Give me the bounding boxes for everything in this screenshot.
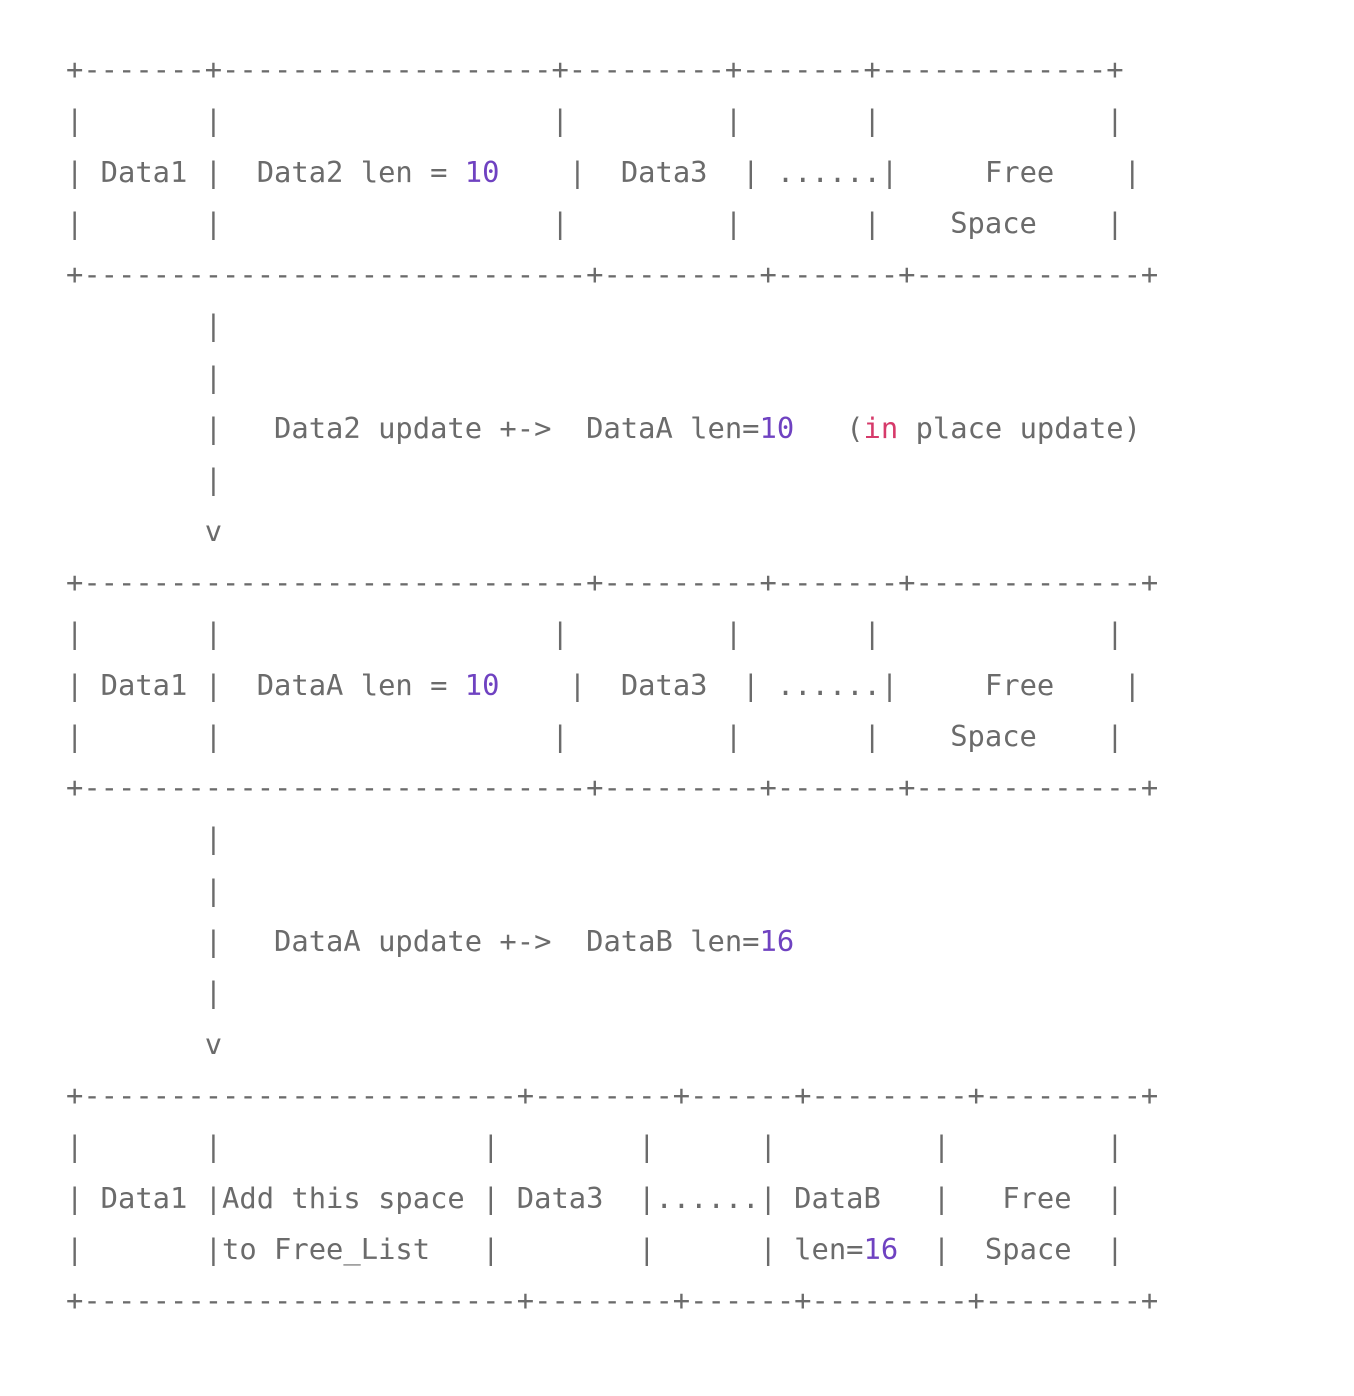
text-segment: place update): [898, 411, 1141, 446]
text-segment: |: [66, 821, 223, 856]
diagram-line: v: [66, 506, 1158, 557]
text-segment: +-------+-------------------+---------+-…: [66, 52, 1124, 86]
text-segment: v: [66, 513, 223, 548]
ascii-diagram: +-------+-------------------+---------+-…: [66, 44, 1158, 1326]
number-token: 16: [759, 924, 795, 959]
text-segment: +-------------------------+--------+----…: [66, 1077, 1159, 1112]
diagram-line: |: [66, 352, 1158, 403]
text-segment: | | | | | |: [66, 616, 1124, 651]
diagram-line: +-----------------------------+---------…: [66, 762, 1158, 813]
text-segment: +-----------------------------+---------…: [66, 257, 1159, 292]
diagram-line: |: [66, 967, 1158, 1018]
diagram-line: | Data1 | DataA len = 10 | Data3 | .....…: [66, 660, 1158, 711]
text-segment: | |to Free_List | | | len=: [66, 1231, 864, 1266]
diagram-line: | Data2 update +-> DataA len=10 (in plac…: [66, 403, 1158, 454]
text-segment: | Data1 | Data2 len =: [66, 154, 465, 189]
keyword-token: in: [863, 411, 899, 446]
number-token: 10: [464, 154, 500, 189]
text-segment: | Data2 update +-> DataA len=: [66, 411, 760, 446]
diagram-line: | Data1 |Add this space | Data3 |......|…: [66, 1173, 1158, 1224]
diagram-line: | Data1 | Data2 len = 10 | Data3 | .....…: [66, 147, 1158, 198]
diagram-line: | | | | | Space |: [66, 711, 1158, 762]
diagram-line: |: [66, 813, 1158, 864]
text-segment: | Data1 |Add this space | Data3 |......|…: [66, 1180, 1124, 1215]
text-segment: | DataA update +-> DataB len=: [66, 924, 760, 959]
text-segment: |: [66, 308, 223, 343]
diagram-line: +-------------------------+--------+----…: [66, 1070, 1158, 1121]
text-segment: | Data3 | ......| Free |: [499, 154, 1141, 189]
diagram-line: | | | | | | |: [66, 1121, 1158, 1172]
text-segment: | | | | | |: [66, 103, 1124, 138]
text-segment: | | | | | Space |: [66, 718, 1124, 753]
text-segment: | | | | | Space |: [66, 205, 1124, 240]
diagram-line: | | | | | Space |: [66, 198, 1158, 249]
text-segment: (: [794, 411, 864, 446]
number-token: 10: [759, 411, 795, 446]
text-segment: +-------------------------+--------+----…: [66, 1283, 1159, 1318]
text-segment: |: [66, 975, 223, 1010]
diagram-line: +-----------------------------+---------…: [66, 249, 1158, 300]
diagram-line: |: [66, 300, 1158, 351]
diagram-line: |: [66, 865, 1158, 916]
diagram-line: +-------------------------+--------+----…: [66, 1275, 1158, 1326]
number-token: 16: [863, 1231, 899, 1266]
diagram-line: | | | | | |: [66, 95, 1158, 146]
diagram-line: +-------+-------------------+---------+-…: [66, 44, 1158, 95]
diagram-line: | |to Free_List | | | len=16 | Space |: [66, 1224, 1158, 1275]
text-segment: |: [66, 462, 223, 497]
diagram-line: v: [66, 1019, 1158, 1070]
text-segment: | | | | | | |: [66, 1129, 1124, 1164]
text-segment: | Space |: [898, 1231, 1124, 1266]
diagram-line: | | | | | |: [66, 608, 1158, 659]
number-token: 10: [464, 667, 500, 702]
text-segment: | Data1 | DataA len =: [66, 667, 465, 702]
diagram-line: +-----------------------------+---------…: [66, 557, 1158, 608]
text-segment: v: [66, 1026, 223, 1061]
text-segment: |: [66, 359, 223, 394]
diagram-line: | DataA update +-> DataB len=16: [66, 916, 1158, 967]
text-segment: +-----------------------------+---------…: [66, 770, 1159, 805]
text-segment: | Data3 | ......| Free |: [499, 667, 1141, 702]
diagram-line: |: [66, 454, 1158, 505]
text-segment: |: [66, 872, 223, 907]
text-segment: +-----------------------------+---------…: [66, 564, 1159, 599]
